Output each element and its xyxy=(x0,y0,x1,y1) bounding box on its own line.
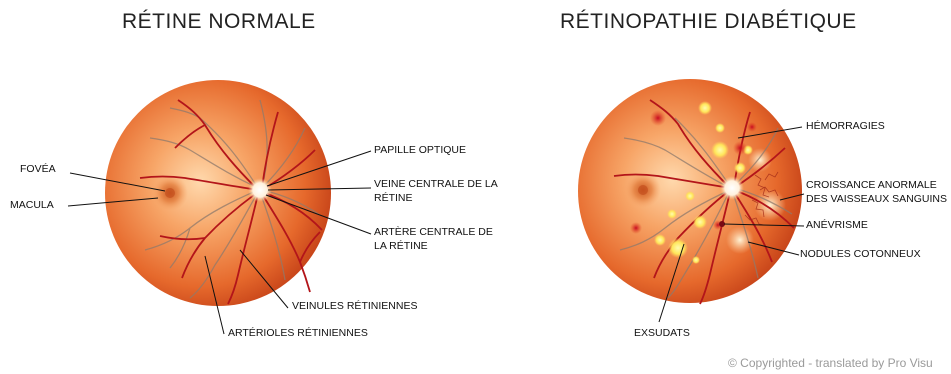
label-central-vein-2: RÉTINE xyxy=(374,192,413,205)
label-hemorrhages: HÉMORRAGIES xyxy=(806,120,885,133)
label-optic-papilla: PAPILLE OPTIQUE xyxy=(374,144,466,157)
label-aneurysm: ANÉVRISME xyxy=(806,219,868,232)
fovea-spot-diabetic xyxy=(638,185,648,195)
label-central-artery-1: ARTÈRE CENTRALE DE xyxy=(374,226,493,239)
diabetic-retina xyxy=(578,79,802,304)
label-exudates: EXSUDATS xyxy=(634,327,690,340)
label-fovea: FOVÉA xyxy=(20,163,56,176)
copyright-notice: © Copyrighted - translated by Pro Visu xyxy=(728,356,933,370)
fovea-spot xyxy=(165,188,175,198)
label-abnormal-growth-1: CROISSANCE ANORMALE xyxy=(806,179,937,192)
retina-disc-normal xyxy=(105,80,331,306)
optic-disc-diabetic xyxy=(720,176,744,200)
label-arterioles: ARTÉRIOLES RÉTINIENNES xyxy=(228,327,368,340)
label-central-vein-1: VEINE CENTRALE DE LA xyxy=(374,178,498,191)
label-central-artery-2: LA RÉTINE xyxy=(374,240,428,253)
label-venules: VEINULES RÉTINIENNES xyxy=(292,300,417,313)
label-macula: MACULA xyxy=(10,199,54,212)
label-cotton-wool: NODULES COTONNEUX xyxy=(800,248,921,261)
normal-retina xyxy=(105,80,331,306)
label-abnormal-growth-2: DES VAISSEAUX SANGUINS xyxy=(806,193,947,206)
